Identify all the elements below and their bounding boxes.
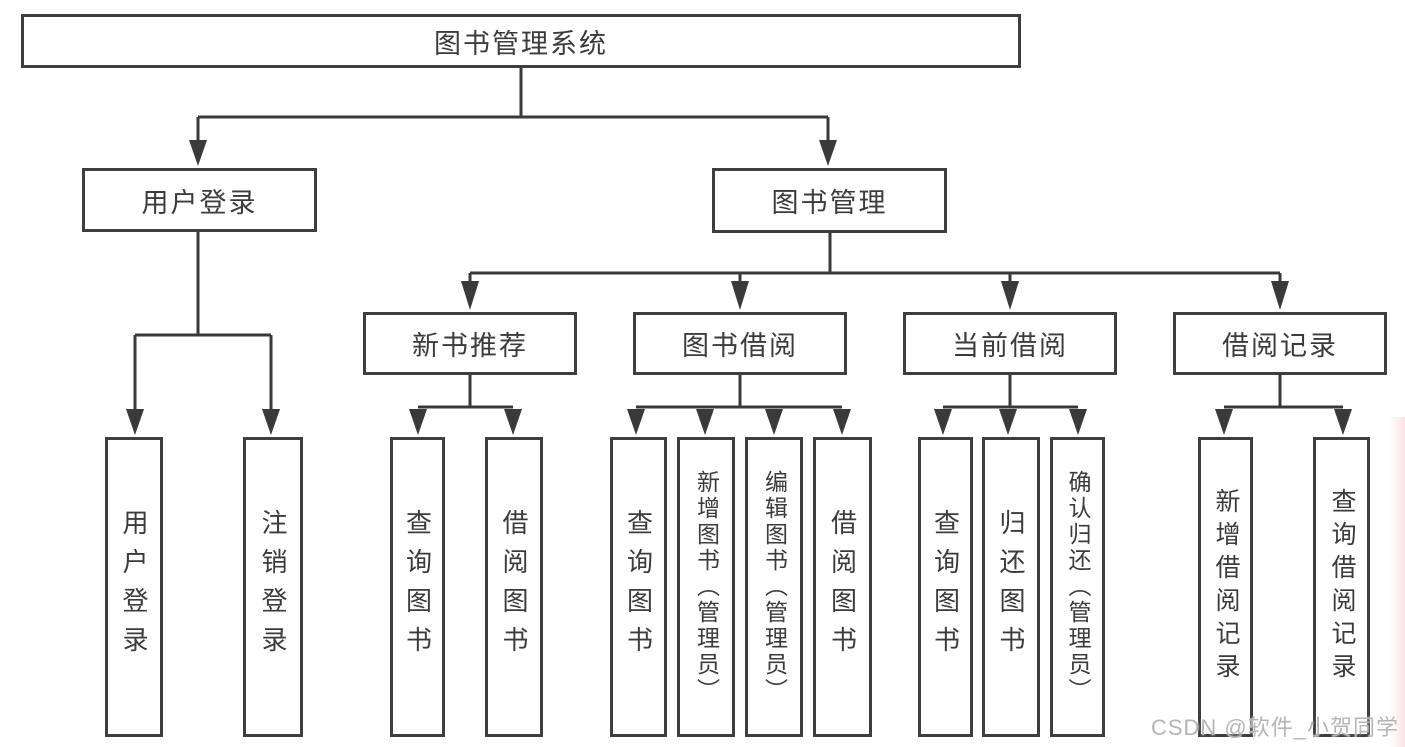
node-label: 用户登录 — [141, 187, 258, 218]
leaf-query-books-borrow: 查询图书 — [610, 437, 667, 737]
leaf-edit-book-admin: 编辑图书（管理员） — [745, 437, 803, 737]
node-book-management-branch: 图书管理 — [712, 168, 947, 233]
leaf-label: 归还图书 — [996, 509, 1026, 665]
leaf-label: 查询图书 — [623, 509, 654, 665]
leaf-label: 查询借阅记录 — [1328, 488, 1356, 686]
leaf-confirm-return-admin: 确认归还（管理员） — [1050, 437, 1105, 737]
node-book-borrow: 图书借阅 — [633, 312, 847, 375]
node-label: 图书管理 — [771, 188, 888, 218]
node-label: 新书推荐 — [412, 331, 528, 361]
node-label: 图书借阅 — [682, 331, 798, 361]
leaf-label: 用户登录 — [119, 509, 149, 665]
leaf-add-book-admin: 新增图书（管理员） — [677, 437, 735, 737]
leaf-logout: 注销登录 — [243, 437, 303, 737]
leaf-query-books-recommend: 查询图书 — [390, 437, 445, 737]
leaf-label: 注销登录 — [258, 509, 288, 665]
leaf-label: 新增借阅记录 — [1212, 488, 1240, 686]
leaf-label: 查询图书 — [402, 509, 433, 665]
leaf-label: 借阅图书 — [499, 509, 529, 665]
leaf-return-book: 归还图书 — [982, 437, 1040, 737]
leaf-label: 编辑图书（管理员） — [761, 470, 788, 704]
leaf-user-login: 用户登录 — [105, 437, 163, 737]
csdn-watermark: CSDN @软件_小贺同学 — [1150, 715, 1399, 740]
leaf-label: 查询图书 — [930, 509, 961, 665]
leaf-label: 借阅图书 — [827, 509, 858, 665]
leaf-label: 确认归还（管理员） — [1065, 470, 1091, 704]
node-borrow-records: 借阅记录 — [1173, 312, 1387, 375]
node-current-borrow: 当前借阅 — [903, 312, 1117, 375]
node-label: 图书管理系统 — [434, 28, 608, 59]
leaf-query-borrow-record: 查询借阅记录 — [1313, 437, 1370, 737]
leaf-add-borrow-record: 新增借阅记录 — [1198, 437, 1253, 737]
node-user-login-branch: 用户登录 — [82, 168, 317, 232]
node-root-library-management-system: 图书管理系统 — [21, 14, 1021, 68]
leaf-borrow-book: 借阅图书 — [813, 437, 872, 737]
leaf-query-books-current: 查询图书 — [918, 437, 973, 737]
node-new-book-recommend: 新书推荐 — [363, 312, 577, 375]
leaf-label: 新增图书（管理员） — [693, 470, 720, 704]
leaf-borrow-books-recommend: 借阅图书 — [485, 437, 543, 737]
node-label: 借阅记录 — [1222, 331, 1338, 361]
node-label: 当前借阅 — [952, 331, 1068, 361]
